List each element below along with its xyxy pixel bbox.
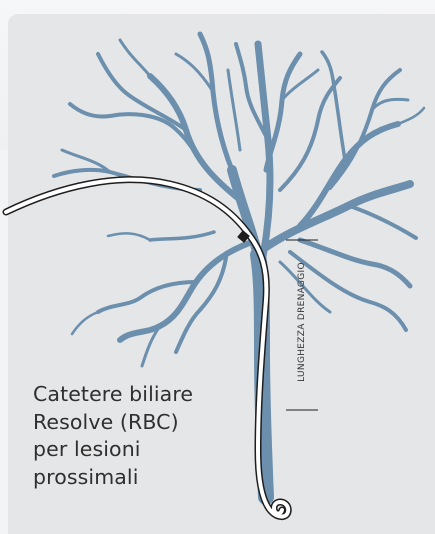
caption-line-3: per lesioni [33,437,141,461]
catheter-marker [237,230,250,243]
caption-line-4: prossimali [33,464,139,489]
product-caption: Catetere biliare Resolve (RBC) per lesio… [33,381,233,491]
caption-line-2: Resolve (RBC) [33,409,179,434]
drainage-length-label: LUNGHEZZA DRENAGGIO [297,262,307,382]
biliary-tree [52,31,426,505]
caption-line-1: Catetere biliare [33,382,194,406]
drainage-dimension [286,239,318,411]
catheter [2,176,292,520]
